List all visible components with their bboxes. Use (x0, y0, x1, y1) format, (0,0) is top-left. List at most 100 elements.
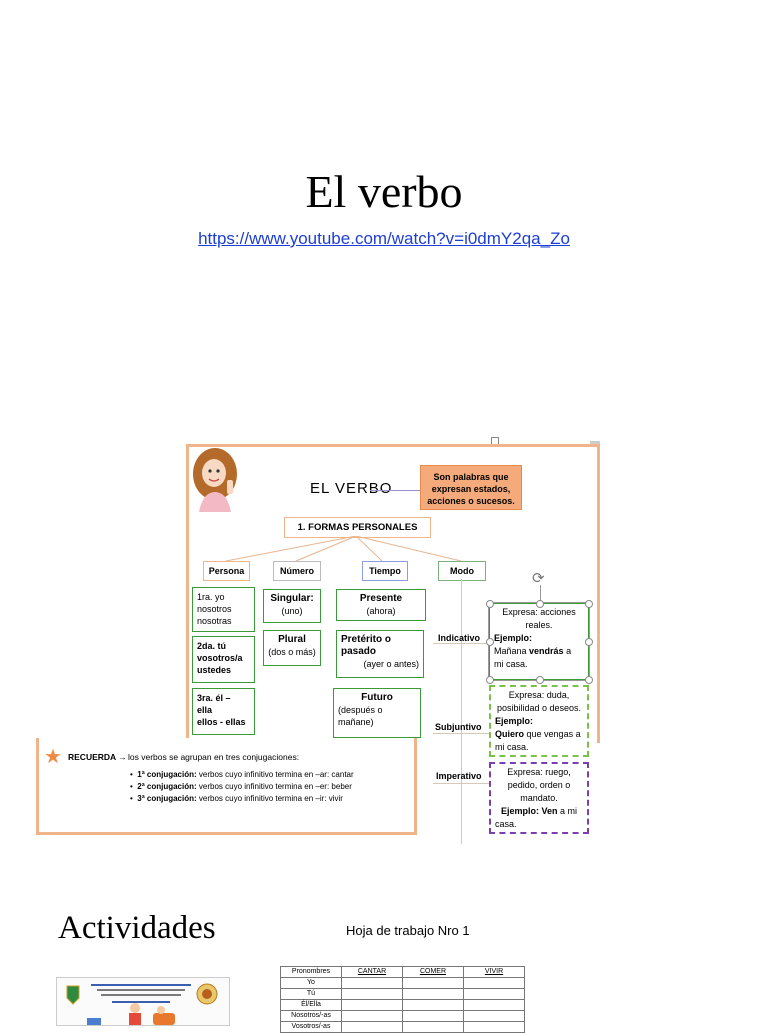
indicativo-explanation-box[interactable]: Expresa: acciones reales. Ejemplo: Mañan… (488, 602, 590, 681)
recuerda-box (36, 738, 417, 835)
persona-line: nosotras (197, 616, 232, 626)
imperativo-line: mandato. (520, 793, 558, 803)
presente-example: (ahora) (366, 606, 396, 616)
subjuntivo-line: Expresa: duda, (508, 690, 570, 700)
conjugation-table: Pronombres CANTAR COMER VIVIR Yo Tú Él/E… (280, 966, 525, 1033)
answer-cell[interactable] (463, 988, 525, 1000)
recuerda-label: RECUERDA → (68, 752, 127, 762)
resize-handle[interactable] (585, 600, 593, 608)
answer-cell[interactable] (341, 1010, 403, 1022)
answer-cell[interactable] (402, 1010, 464, 1022)
futuro-example-2: mañane) (338, 717, 374, 727)
resize-handle[interactable] (486, 638, 494, 646)
modo-branch (433, 643, 489, 644)
persona-line: vosotros/a (197, 653, 243, 663)
answer-cell[interactable] (463, 999, 525, 1011)
indicativo-ejemplo-label: Ejemplo: (494, 633, 533, 643)
persona-line: 3ra. él – (197, 693, 231, 703)
plural-example: (dos o más) (268, 647, 316, 657)
subjuntivo-ex-text-2: mi casa. (495, 742, 529, 752)
persona-box-1: 1ra. yo nosotros nosotras (192, 587, 255, 632)
tiempo-preterito-box: Pretérito o pasado (ayer o antes) (336, 630, 424, 678)
persona-box-2: 2da. tú vosotros/a ustedes (192, 636, 255, 683)
rotate-handle-icon[interactable]: ⟳ (532, 570, 545, 587)
category-modo: Modo (438, 561, 486, 581)
worksheet-thumbnail-image[interactable] (56, 977, 230, 1026)
school-header-icon (66, 983, 218, 1025)
answer-cell[interactable] (341, 999, 403, 1011)
table-row: Tú (280, 988, 525, 1000)
diagram-title: EL VERBO (310, 480, 393, 497)
table-header-cell: Pronombres (280, 966, 342, 978)
video-link[interactable]: https://www.youtube.com/watch?v=i0dmY2qa… (198, 229, 570, 248)
pronoun-cell: Él/Ella (280, 999, 342, 1011)
conjugacion-label: 2ª conjugación: (137, 782, 197, 791)
table-header-cell: COMER (402, 966, 464, 978)
definition-box: Son palabras que expresan estados, accio… (420, 465, 522, 510)
girl-illustration-icon (193, 448, 237, 512)
modo-branch (433, 783, 489, 784)
imperativo-line: pedido, orden o (507, 780, 571, 790)
answer-cell[interactable] (463, 977, 525, 989)
resize-handle[interactable] (585, 676, 593, 684)
imperativo-ex-text: a mi (560, 806, 578, 816)
resize-handle[interactable] (536, 676, 544, 684)
futuro-label: Futuro (361, 692, 393, 703)
subjuntivo-ejemplo-label: Ejemplo: (495, 716, 534, 726)
imperativo-ex-verb: Ven (541, 806, 558, 816)
worksheet-title: Hoja de trabajo Nro 1 (346, 923, 470, 938)
resize-handle[interactable] (486, 600, 494, 608)
answer-cell[interactable] (341, 988, 403, 1000)
formas-personales-box: 1. FORMAS PERSONALES (284, 517, 431, 538)
answer-cell[interactable] (341, 1021, 403, 1033)
category-persona: Persona (203, 561, 250, 581)
imperativo-explanation-box: Expresa: ruego, pedido, orden o mandato.… (489, 762, 589, 834)
persona-line: 2da. tú (197, 641, 227, 651)
presente-label: Presente (359, 593, 403, 604)
answer-cell[interactable] (402, 999, 464, 1011)
modo-subjuntivo: Subjuntivo (435, 722, 482, 732)
answer-cell[interactable] (463, 1010, 525, 1022)
activities-title: Actividades (58, 910, 216, 946)
preterito-label-2: pasado (341, 646, 377, 657)
table-header-cell: VIVIR (463, 966, 525, 978)
connector-line (370, 490, 420, 491)
conjugacion-text: verbos cuyo infinitivo termina en –ir: v… (198, 794, 343, 803)
answer-cell[interactable] (402, 1021, 464, 1033)
table-header-cell: CANTAR (341, 966, 403, 978)
subjuntivo-explanation-box: Expresa: duda, posibilidad o deseos. Eje… (489, 685, 589, 757)
conjugacion-text: verbos cuyo infinitivo termina en –er: b… (198, 782, 352, 791)
indicativo-line: reales. (525, 620, 553, 630)
imperativo-line: Expresa: ruego, (507, 767, 571, 777)
rotate-handle-stem (540, 585, 541, 601)
plural-label: Plural (278, 634, 306, 645)
answer-cell[interactable] (341, 977, 403, 989)
futuro-example: (después o (338, 705, 383, 715)
imperativo-ex-text-2: casa. (495, 819, 517, 829)
resize-handle[interactable] (486, 676, 494, 684)
pronoun-cell: Nosotros/-as (280, 1010, 342, 1022)
table-row: Él/Ella (280, 999, 525, 1011)
answer-cell[interactable] (402, 988, 464, 1000)
singular-label: Singular: (270, 593, 314, 604)
answer-cell[interactable] (402, 977, 464, 989)
persona-line: ustedes (197, 665, 232, 675)
conjugacion-label: 1ª conjugación: (137, 770, 197, 779)
slide-title: El verbo (305, 166, 463, 217)
numero-plural-box: Plural (dos o más) (263, 630, 321, 666)
answer-cell[interactable] (463, 1021, 525, 1033)
persona-line: 1ra. yo (197, 592, 225, 602)
recuerda-text: los verbos se agrupan en tres conjugacio… (128, 752, 300, 762)
selection-border (590, 441, 600, 444)
indicativo-ex-text-2: a (566, 646, 572, 656)
conjugacion-item: • 2ª conjugación: verbos cuyo infinitivo… (130, 782, 352, 791)
definition-line: acciones o sucesos. (427, 496, 515, 506)
category-tiempo: Tiempo (362, 561, 408, 581)
diagram-connectors (225, 536, 462, 562)
resize-handle[interactable] (585, 638, 593, 646)
star-icon: ★ (44, 746, 62, 768)
resize-handle[interactable] (536, 600, 544, 608)
indicativo-ex-text: Mañana (494, 646, 527, 656)
conjugacion-item: • 1ª conjugación: verbos cuyo infinitivo… (130, 770, 354, 779)
persona-box-3: 3ra. él – ella ellos - ellas (192, 688, 255, 735)
